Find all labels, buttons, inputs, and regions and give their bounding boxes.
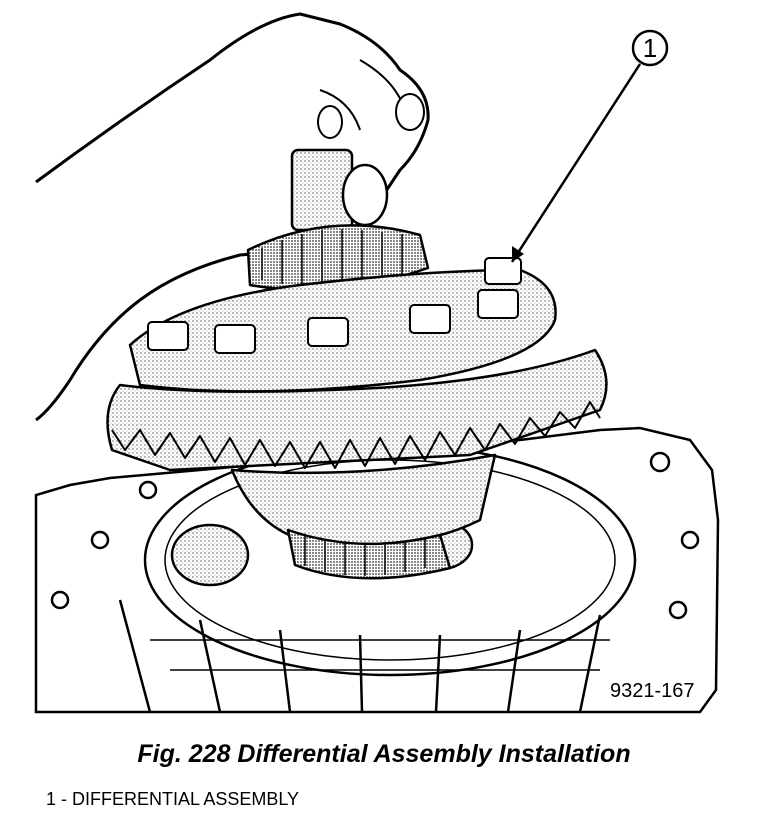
hand-illustration bbox=[35, 12, 430, 422]
callout-1: 1 bbox=[510, 29, 669, 263]
figure-caption: Fig. 228 Differential Assembly Installat… bbox=[137, 740, 631, 768]
callout-number: 1 bbox=[643, 33, 657, 63]
legend-item: 1 - DIFFERENTIAL ASSEMBLY bbox=[46, 789, 300, 809]
differential-assembly bbox=[106, 224, 608, 580]
figure-reference-code: 9321-167 bbox=[610, 680, 695, 702]
differential-illustration: 1 9321-167 bbox=[34, 12, 720, 714]
